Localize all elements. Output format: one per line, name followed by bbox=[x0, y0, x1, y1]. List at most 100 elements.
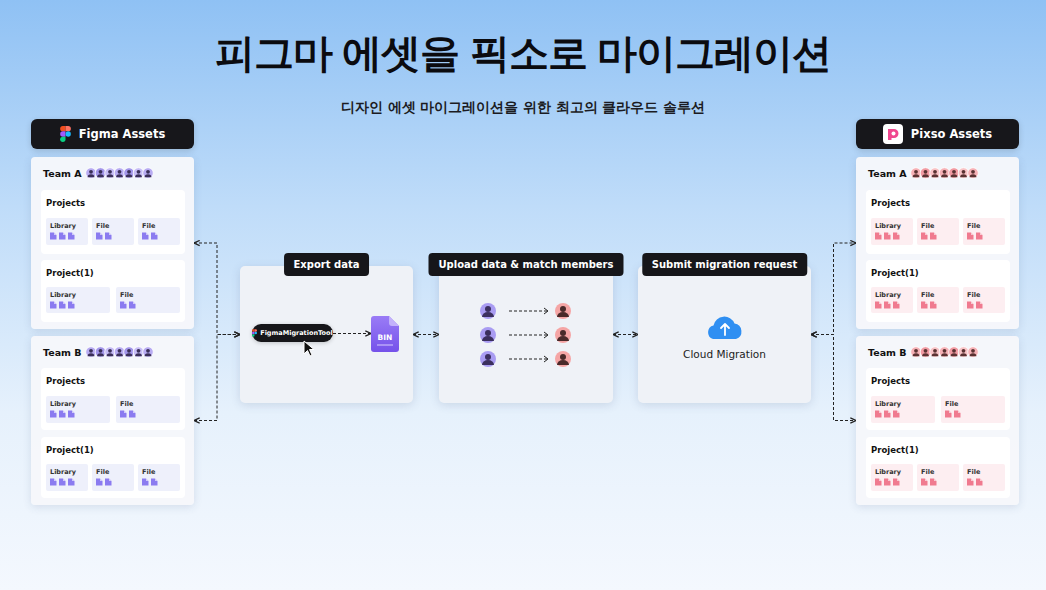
doc-icons bbox=[921, 478, 939, 486]
page-title: 피그마 에셋을 픽소로 마이그레이션 bbox=[0, 26, 1046, 81]
project-card: Project(1) Library File File bbox=[866, 260, 1010, 322]
asset-box: Library bbox=[46, 218, 88, 245]
project-name: Project(1) bbox=[871, 268, 919, 278]
asset-box: File bbox=[963, 218, 1005, 245]
step-heading: Upload data & match members bbox=[428, 253, 623, 276]
doc-icons bbox=[967, 478, 985, 486]
doc-icons bbox=[967, 301, 985, 309]
asset-label: File bbox=[120, 400, 133, 408]
doc-icons bbox=[120, 410, 138, 418]
asset-box: File bbox=[917, 287, 959, 313]
team-row: Team A bbox=[43, 167, 157, 179]
project-card: ProjectsLibrary File bbox=[41, 368, 185, 430]
project-card: ProjectsLibrary FileFile bbox=[866, 190, 1010, 254]
team-card: Team AProjectsLibraryFileFileProject(1)L… bbox=[31, 157, 194, 329]
tool-button: FigmaMigrationTool bbox=[252, 324, 333, 342]
asset-box: Library bbox=[871, 287, 913, 313]
header-label: Figma Assets bbox=[79, 127, 166, 141]
asset-label: Library bbox=[875, 222, 901, 230]
asset-label: File bbox=[96, 222, 109, 230]
doc-icons bbox=[875, 301, 902, 309]
asset-box: Library bbox=[46, 464, 88, 491]
bin-file: BIN bbox=[371, 316, 399, 352]
doc-icons bbox=[921, 301, 939, 309]
team-card: Team AProjectsLibraryFileFileProject(1)L… bbox=[856, 157, 1019, 329]
project-name: Project(1) bbox=[46, 268, 94, 278]
asset-label: File bbox=[142, 468, 155, 476]
project-card: Project(1)LibraryFileFile bbox=[866, 437, 1010, 498]
avatar-row bbox=[85, 346, 157, 358]
doc-icons bbox=[142, 478, 160, 486]
asset-box: File bbox=[963, 464, 1005, 491]
source-header: Pixso Assets bbox=[856, 119, 1019, 149]
pixso-logo bbox=[883, 124, 903, 144]
asset-label: File bbox=[967, 468, 980, 476]
doc-icons bbox=[50, 301, 77, 309]
team-card: Team BProjectsLibraryFileProject(1)Libra… bbox=[31, 336, 194, 505]
step-panel: Submit migration requestCloud Migration bbox=[638, 266, 811, 403]
asset-box: File bbox=[116, 396, 180, 423]
doc-icons bbox=[967, 232, 985, 240]
asset-label: File bbox=[120, 291, 133, 299]
asset-box: Library bbox=[871, 218, 913, 245]
doc-icons bbox=[142, 232, 160, 240]
asset-box: Library bbox=[46, 287, 110, 313]
doc-icons bbox=[96, 478, 114, 486]
dashed-connector bbox=[811, 243, 856, 335]
asset-box: File bbox=[92, 218, 134, 245]
avatar-row bbox=[85, 167, 157, 179]
team-row: Team A bbox=[868, 167, 982, 179]
step-panel: Export dataFigmaMigrationToolBIN bbox=[240, 266, 413, 403]
project-name: Project(1) bbox=[46, 445, 94, 455]
header-label: Pixso Assets bbox=[911, 127, 992, 141]
asset-label: Library bbox=[50, 400, 76, 408]
doc-icons bbox=[96, 232, 114, 240]
dashed-connector bbox=[413, 334, 439, 335]
figma-logo bbox=[252, 329, 257, 337]
asset-label: Library bbox=[875, 291, 901, 299]
asset-box: Library bbox=[871, 464, 913, 491]
asset-label: Library bbox=[50, 291, 76, 299]
asset-box: File bbox=[917, 218, 959, 245]
asset-box: File bbox=[92, 464, 134, 491]
project-card: ProjectsLibraryFile bbox=[866, 368, 1010, 430]
asset-label: File bbox=[967, 291, 980, 299]
asset-box: File bbox=[138, 464, 180, 491]
project-name: Projects bbox=[46, 376, 85, 386]
dashed-connector bbox=[333, 333, 371, 334]
team-row: Team B bbox=[43, 346, 157, 358]
team-row: Team B bbox=[868, 346, 982, 358]
mouse-cursor bbox=[304, 341, 314, 356]
step-heading: Submit migration request bbox=[642, 253, 807, 276]
figma-logo bbox=[60, 126, 71, 142]
doc-icons bbox=[50, 410, 77, 418]
doc-icons bbox=[945, 410, 963, 418]
asset-box: File bbox=[116, 287, 180, 313]
project-name: Projects bbox=[46, 198, 85, 208]
doc-icons bbox=[120, 301, 138, 309]
match-arrows bbox=[509, 308, 548, 362]
project-name: Project(1) bbox=[871, 445, 919, 455]
team-name: Team B bbox=[868, 347, 907, 358]
asset-label: Library bbox=[50, 468, 76, 476]
asset-label: File bbox=[921, 291, 934, 299]
asset-box: File bbox=[917, 464, 959, 491]
cloud-icon bbox=[708, 317, 741, 339]
doc-icons bbox=[875, 232, 902, 240]
doc-icons bbox=[875, 410, 902, 418]
dashed-connector bbox=[811, 335, 856, 421]
asset-label: File bbox=[96, 468, 109, 476]
team-name: Team B bbox=[43, 347, 82, 358]
project-card: ProjectsLibraryFileFile bbox=[41, 190, 185, 254]
project-name: Projects bbox=[871, 198, 910, 208]
page-caption: 디자인 에셋 마이그레이션을 위한 최고의 클라우드 솔루션 bbox=[0, 99, 1046, 117]
doc-icons bbox=[50, 232, 77, 240]
step-label: Cloud Migration bbox=[638, 348, 811, 360]
project-name: Projects bbox=[871, 376, 910, 386]
project-card: Project(1) Library File File bbox=[41, 437, 185, 498]
dashed-connector bbox=[194, 335, 240, 421]
asset-box: File bbox=[941, 396, 1005, 423]
asset-box: Library bbox=[46, 396, 110, 423]
file-type: BIN bbox=[371, 333, 399, 342]
